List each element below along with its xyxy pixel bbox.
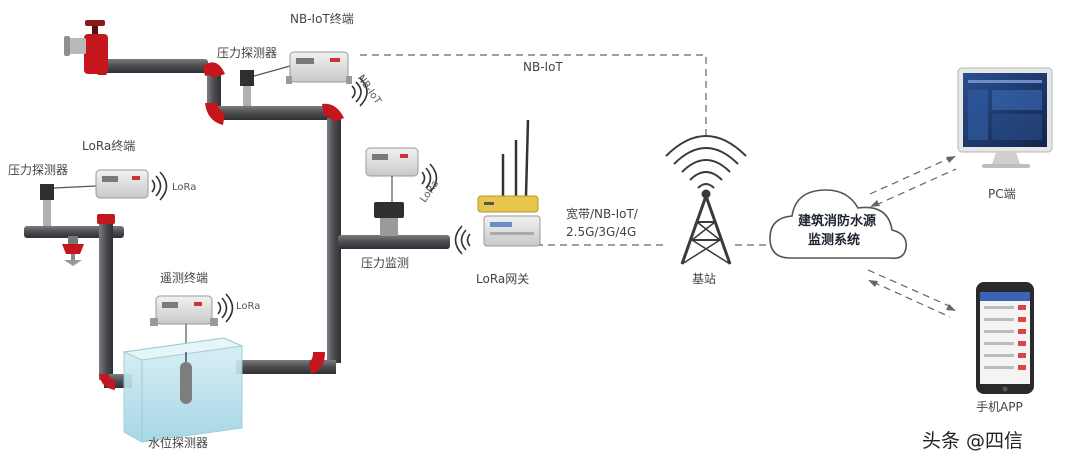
pressure-probe-top-label: 压力探测器 (217, 46, 278, 60)
nbiot-link-path (360, 54, 957, 318)
lora-signal-remote-label: LoRa (236, 301, 261, 312)
lora-signal-left-label: LoRa (172, 182, 197, 193)
lora-terminal-mid (365, 147, 419, 236)
nbiot-link-label: NB-IoT (523, 60, 563, 74)
lora-terminal-device (95, 169, 149, 199)
backhaul-label-line1: 宽带/NB-IoT/ (566, 207, 638, 221)
fire-hydrant-valve-icon (64, 20, 108, 74)
pressure-probe-top (240, 65, 291, 106)
pressure-probe-left-label: 压力探测器 (8, 163, 69, 177)
mobile-app-label: 手机APP (976, 400, 1023, 414)
remote-terminal-device (150, 295, 218, 352)
radio-wave-icon (217, 293, 234, 323)
main-pipe-network (24, 59, 450, 388)
cloud-system-label-line2: 监测系统 (808, 233, 861, 248)
pressure-probe-left (40, 184, 97, 226)
lora-terminal-label: LoRa终端 (82, 139, 136, 153)
radio-wave-icon (454, 225, 471, 255)
link-arrowheads (868, 156, 956, 311)
nbiot-terminal-device (286, 51, 352, 84)
radio-wave-icon (421, 163, 438, 193)
pc-label: PC端 (988, 187, 1016, 201)
radio-wave-icon (351, 77, 368, 107)
backhaul-label-line2: 2.5G/3G/4G (566, 225, 637, 239)
smartphone-icon (976, 282, 1034, 394)
monitor-icon (957, 67, 1053, 168)
remote-terminal-label: 遥测终端 (160, 271, 209, 285)
base-station-label: 基站 (692, 272, 717, 286)
nbiot-terminal-label: NB-IoT终端 (290, 12, 354, 26)
router-icon (477, 119, 541, 247)
pressure-monitor-label: 压力监测 (361, 256, 410, 270)
radio-wave-icon (151, 171, 168, 201)
cloud-system-label-line1: 建筑消防水源 (798, 214, 877, 229)
watermark: 头条 @四信 (922, 430, 1024, 452)
water-level-probe-label: 水位探测器 (148, 436, 209, 450)
sprinkler-icon (62, 236, 84, 266)
cloud-icon (769, 189, 908, 260)
water-tank (122, 337, 244, 443)
cell-tower-icon (665, 135, 747, 265)
lora-gateway-label: LoRa网关 (476, 272, 530, 286)
